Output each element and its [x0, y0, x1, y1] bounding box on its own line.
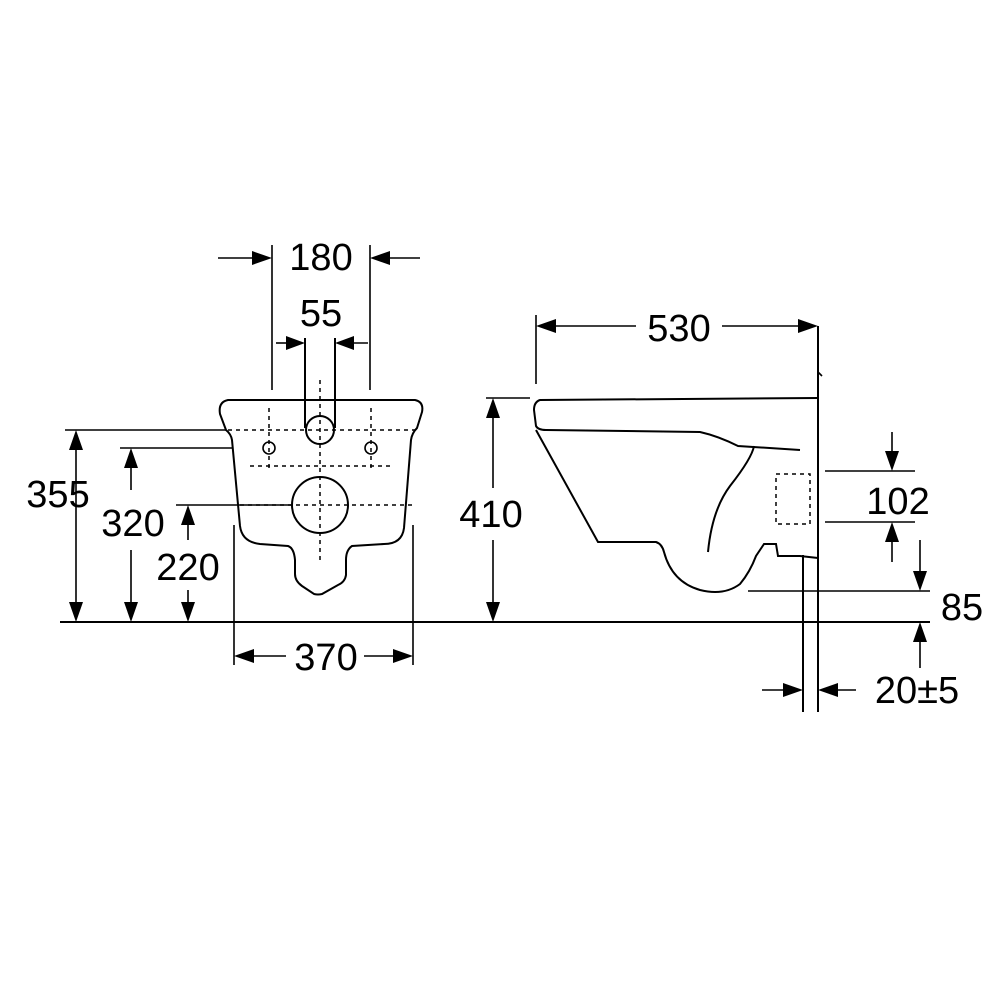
dim-label-355: 355 — [26, 474, 89, 516]
dim-85: 85 — [913, 540, 983, 668]
dim-530: 530 — [536, 308, 818, 350]
dim-102: 102 — [866, 432, 930, 562]
dim-20-5: 20±5 — [762, 670, 959, 712]
dim-220: 220 — [156, 505, 220, 622]
dim-180: 180 — [218, 237, 420, 279]
dim-label-180: 180 — [289, 237, 352, 279]
side-bowl-outline — [535, 429, 819, 593]
front-view — [218, 338, 424, 596]
dim-label-20-5: 20±5 — [875, 670, 959, 712]
front-bowl-outline — [218, 399, 424, 596]
dim-label-85: 85 — [941, 587, 983, 629]
dim-320: 320 — [101, 448, 165, 622]
side-view — [532, 326, 823, 712]
dim-370: 370 — [234, 637, 413, 679]
dim-label-410: 410 — [459, 494, 522, 536]
dim-label-530: 530 — [647, 308, 710, 350]
dim-label-55: 55 — [300, 293, 342, 335]
dim-label-370: 370 — [294, 637, 357, 679]
side-inlet-box — [775, 473, 811, 525]
side-seat — [532, 397, 819, 451]
dim-55: 55 — [276, 293, 368, 350]
dim-410: 410 — [459, 398, 523, 622]
dim-label-102: 102 — [866, 481, 929, 523]
side-trap-inner — [707, 445, 755, 553]
dim-355: 355 — [26, 430, 90, 622]
dim-label-320: 320 — [101, 503, 164, 545]
dim-label-220: 220 — [156, 547, 219, 589]
